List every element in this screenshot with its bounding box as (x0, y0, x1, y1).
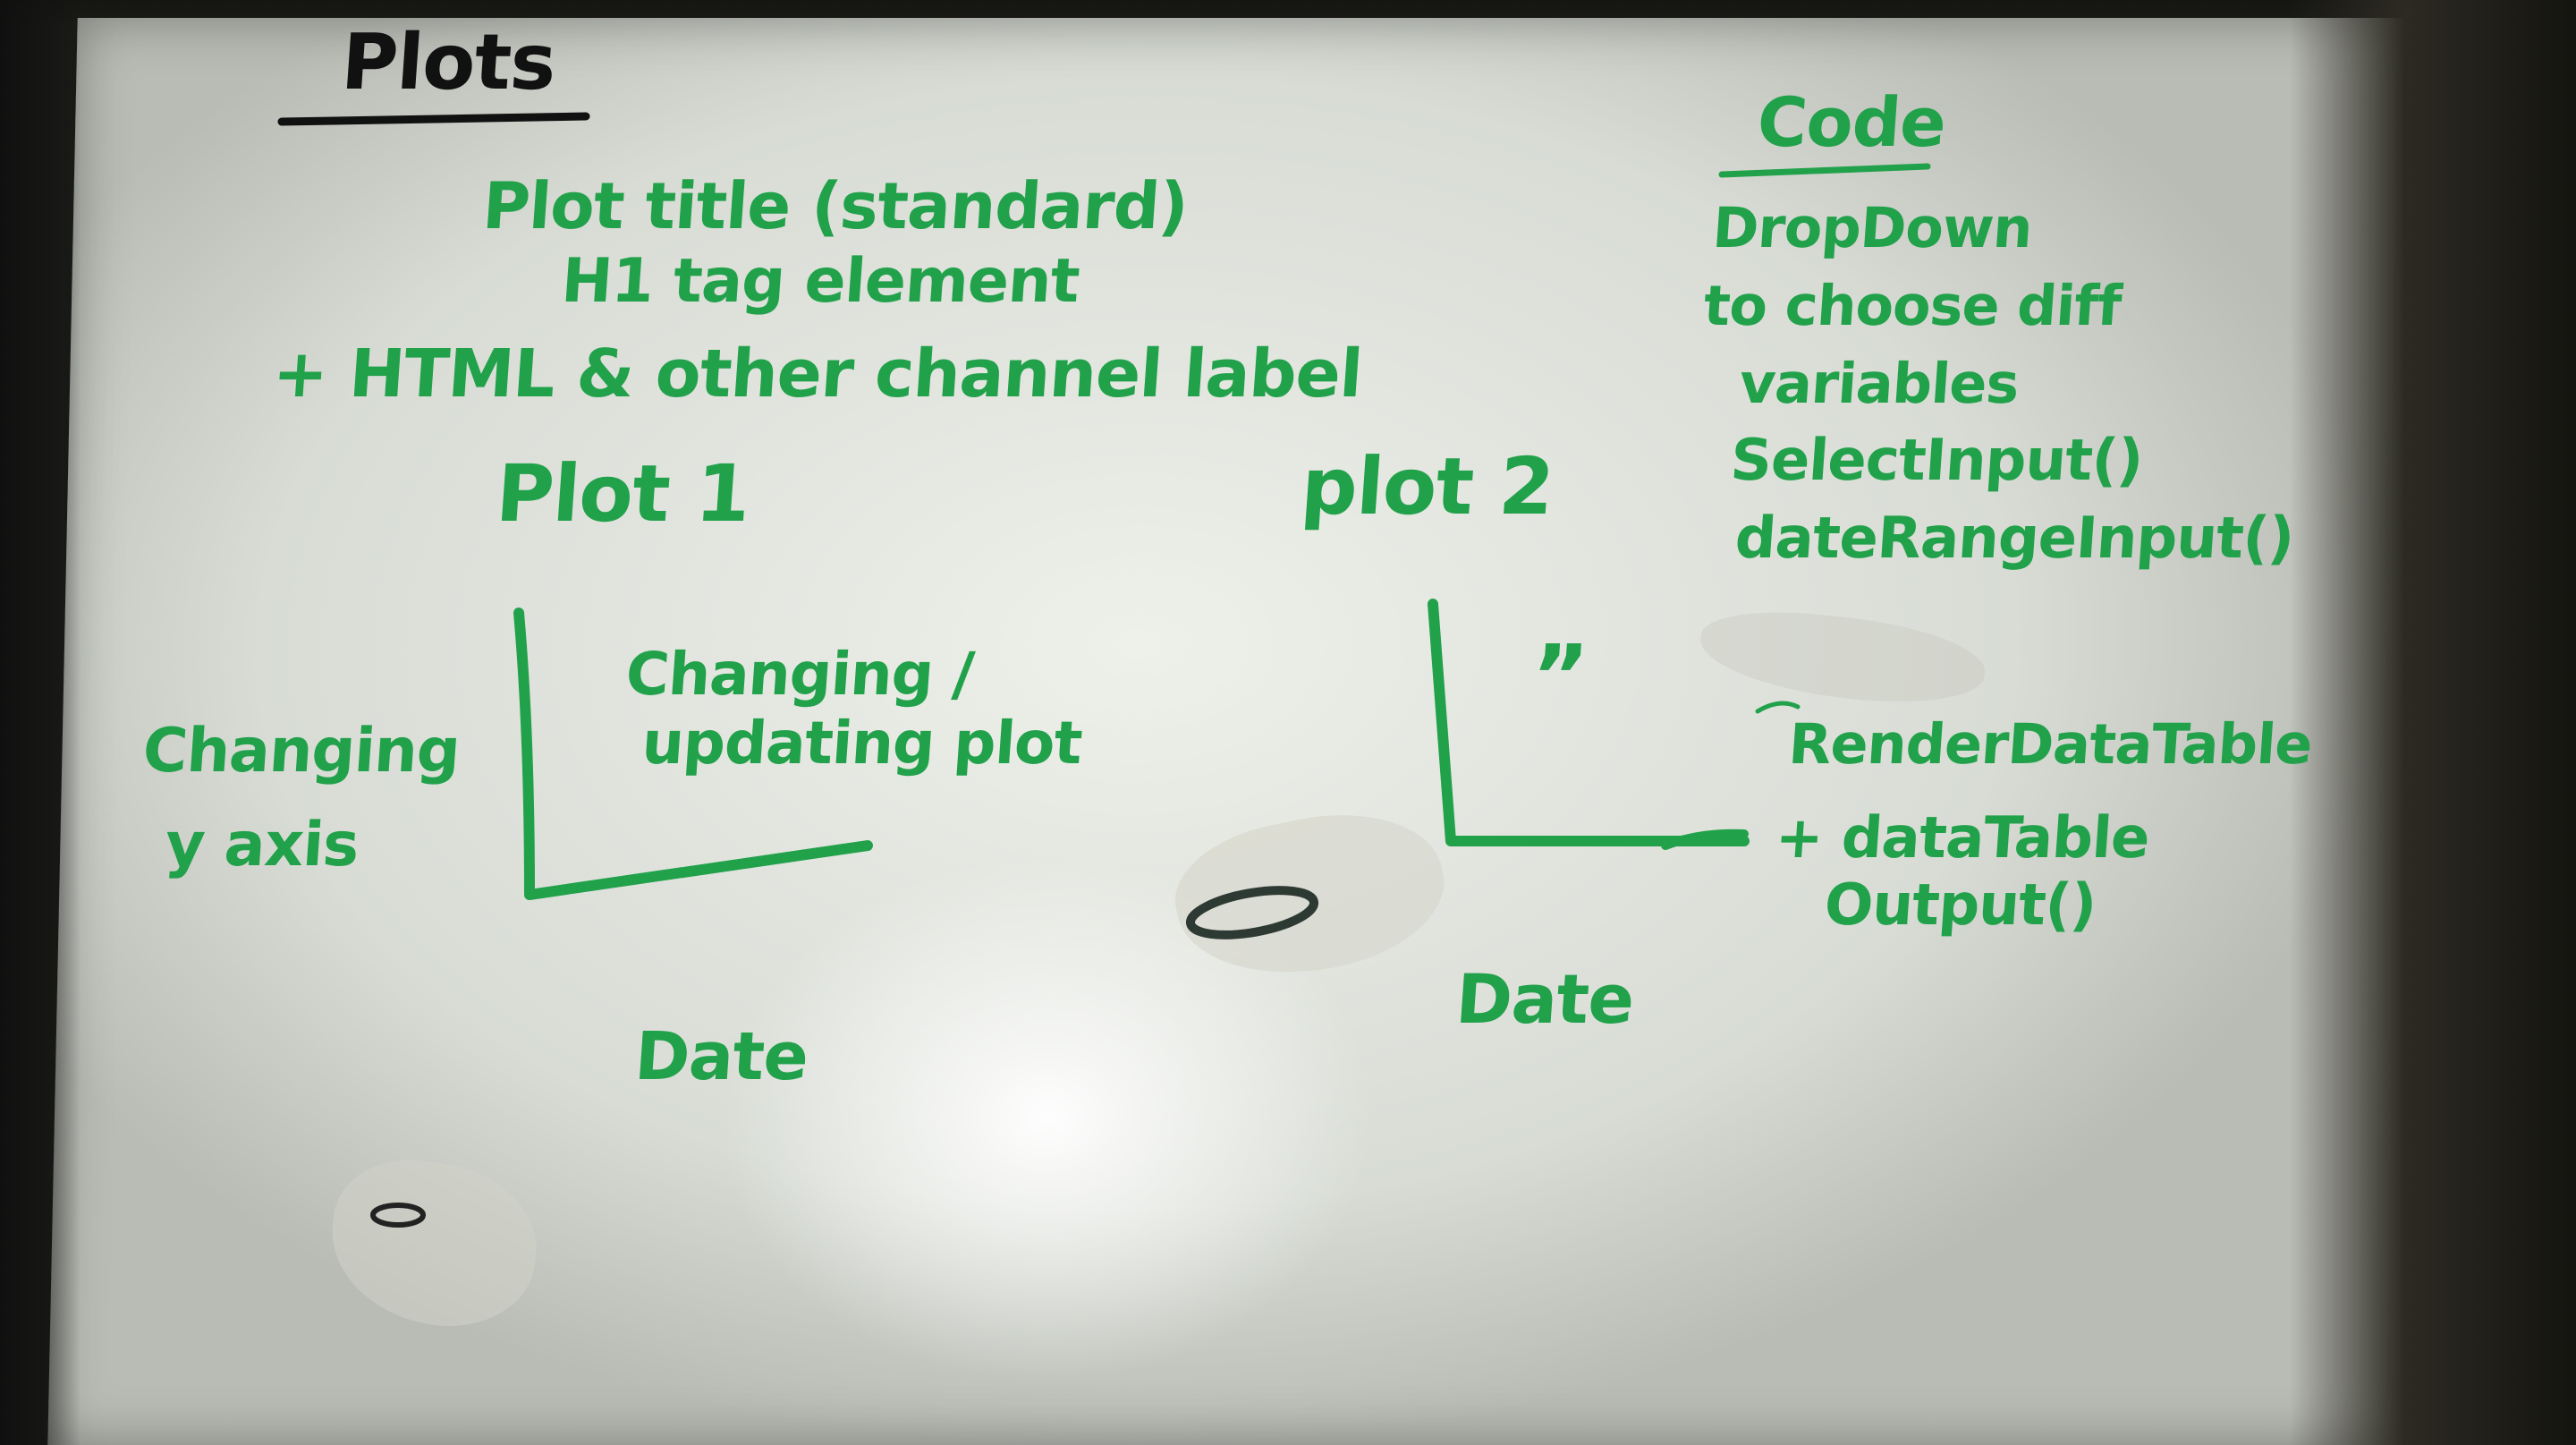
plot1-y-label-line1: Changing (140, 716, 462, 786)
plot2-ditto: ” (1528, 626, 1591, 727)
plot1-inner-line1: Changing / (623, 640, 976, 709)
plot1-x-label: Date (631, 1018, 810, 1095)
board-heading: Plots (338, 18, 559, 107)
plot2-to-code-arrow (1661, 829, 1749, 850)
plot2-x-label: Date (1453, 959, 1637, 1039)
code-line-4: SelectInput() (1728, 428, 2145, 494)
code-heading: Code (1754, 82, 1949, 162)
board-frame-right (2290, 0, 2576, 1445)
plot2-label: plot 2 (1298, 440, 1557, 532)
heading-underline (277, 112, 590, 126)
code-line-5: dateRangeInput() (1733, 506, 2296, 572)
board-frame-left (0, 0, 80, 1445)
plot1-axes (513, 608, 873, 900)
code-line-2: to choose diff (1701, 273, 2123, 338)
render-line-2: + dataTable (1773, 805, 2152, 871)
tape-mark-lower-left (370, 1203, 426, 1228)
note-line-2: H1 tag element (559, 246, 1081, 317)
plot1-inner-line2: updating plot (640, 709, 1084, 778)
code-underline (1718, 163, 1931, 178)
render-line-1: RenderDataTable (1786, 711, 2315, 777)
tape-mark-center (1185, 886, 1319, 939)
plot2-axes (1428, 599, 1750, 846)
render-bracket (1755, 701, 1801, 714)
note-line-3: + HTML & other channel label (269, 336, 1365, 412)
code-line-1: DropDown (1710, 195, 2035, 260)
code-line-3: variables (1737, 351, 2021, 416)
render-line-3: Output() (1822, 872, 2098, 939)
plot1-y-label-line2: y axis (163, 810, 361, 880)
plot1-label: Plot 1 (493, 447, 753, 540)
note-line-1: Plot title (standard) (480, 168, 1191, 243)
